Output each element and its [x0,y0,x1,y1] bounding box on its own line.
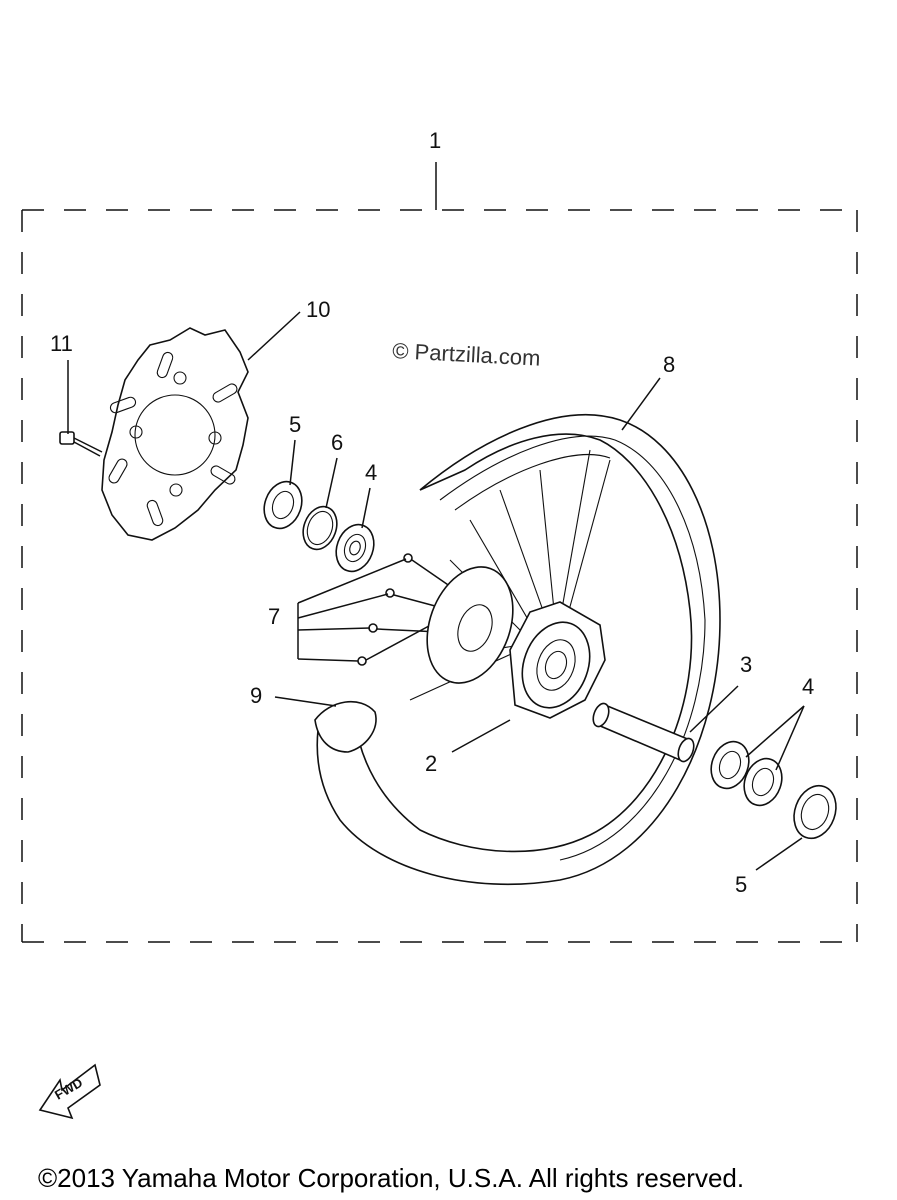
disc-bolt [59,431,103,457]
leader-lines [67,311,805,871]
oil-seal-left [263,480,303,530]
rim-band [314,700,377,753]
rim [316,413,721,886]
assembly-frame [21,162,858,943]
callout-5-right: 5 [735,872,747,897]
copyright-notice: ©2013 Yamaha Motor Corporation, U.S.A. A… [38,1163,744,1193]
circlip [302,505,338,551]
oil-seal-right [793,784,837,840]
callout-2: 2 [425,751,437,776]
callout-5-left: 5 [289,412,301,437]
callout-9: 9 [250,683,262,708]
bearing-left [335,523,375,573]
callout-7: 7 [268,604,280,629]
callout-4-left: 4 [365,460,377,485]
bearings-right [710,740,783,807]
callout-4-right: 4 [802,674,814,699]
fwd-arrow-icon: FWD [38,1063,101,1120]
callout-1: 1 [429,128,441,153]
callout-labels: 1 11 10 5 6 4 8 7 9 2 3 4 5 [50,128,814,897]
brake-disc [101,327,249,541]
callout-6: 6 [331,430,343,455]
callout-10: 10 [306,297,330,322]
callout-3: 3 [740,652,752,677]
callout-8: 8 [663,352,675,377]
collar [592,702,695,763]
callout-11: 11 [50,331,73,356]
watermark: © Partzilla.com [392,338,541,371]
hub [426,566,606,719]
